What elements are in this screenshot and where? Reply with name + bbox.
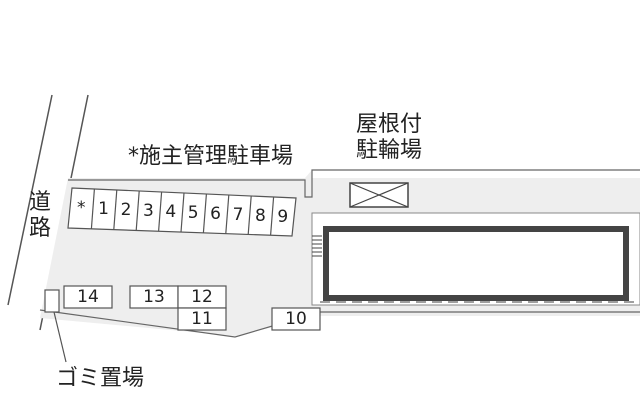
parking-slot-top-6: 6	[210, 203, 221, 224]
parking-slot-top-8: 8	[254, 205, 266, 226]
parking-slot-10: 10	[285, 309, 307, 329]
parking-slot-top-4: 4	[165, 202, 177, 223]
parking-slot-11-box	[177, 307, 227, 331]
garbage-leader-line	[53, 311, 67, 363]
garbage-label: ゴミ置場	[56, 366, 145, 391]
parking-slot-top-3: 3	[142, 201, 154, 222]
parking-slot-11: 11	[191, 309, 213, 329]
stall-divider	[158, 191, 163, 232]
garbage-area-box	[44, 289, 60, 313]
stall-divider	[225, 194, 230, 234]
parking-slot-12: 12	[191, 287, 213, 307]
parking-row-dividers	[90, 188, 275, 236]
roofed-bike-label-line1: 屋根付	[356, 112, 423, 137]
parking-slot-top-7: 7	[232, 204, 244, 225]
stall-divider	[202, 193, 207, 233]
parking-slot-14: 14	[77, 287, 99, 307]
stall-divider	[90, 188, 95, 229]
parking-slot-top-5: 5	[187, 202, 199, 223]
stall-divider	[180, 192, 185, 233]
parking-slot-13: 13	[143, 287, 165, 307]
road-label: 道路	[28, 190, 51, 241]
stall-divider	[135, 190, 140, 231]
parking-slot-10-box	[271, 307, 321, 331]
road-edge-left	[7, 94, 53, 306]
parking-slot-14-box	[63, 285, 113, 309]
owner-parking-label: *施主管理駐車場	[128, 144, 294, 169]
parking-slot-top-9: 9	[277, 206, 289, 227]
stall-divider	[247, 195, 252, 235]
building-frame	[323, 226, 629, 301]
roofed-bike-label-line2: 駐輪場	[356, 138, 423, 163]
stairs-icon	[312, 235, 322, 257]
parking-slot-top-1: 1	[98, 199, 109, 220]
lot-boundary-top	[68, 169, 640, 198]
parking-slot-top-0: *	[76, 198, 86, 219]
stall-divider	[113, 189, 118, 230]
stall-divider	[270, 196, 275, 236]
roofed-bike-parking-box	[349, 182, 409, 208]
parking-slot-top-2: 2	[120, 200, 132, 221]
